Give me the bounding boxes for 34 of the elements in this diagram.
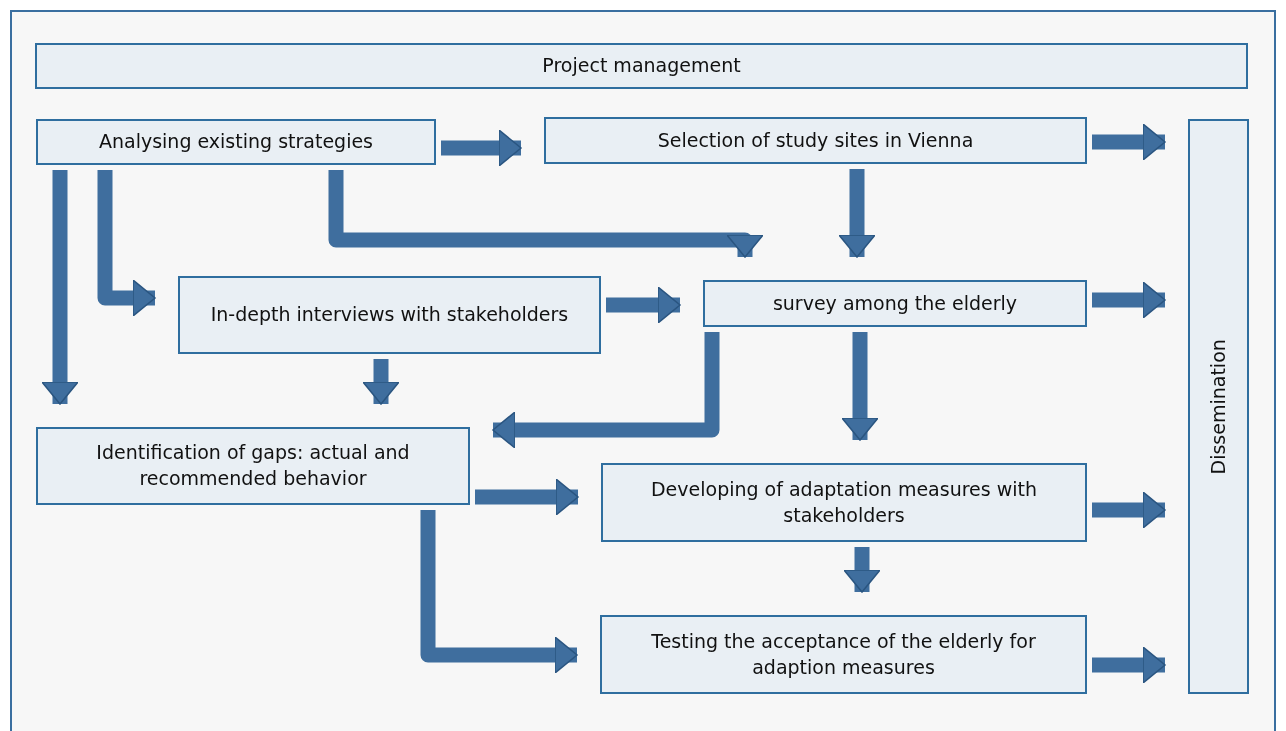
box-label: Selection of study sites in Vienna [657,127,974,153]
box-label: In-depth interviews with stakeholders [210,302,569,328]
block-arrow [843,547,881,593]
process-box [600,615,1087,694]
process-box [544,117,1087,164]
block-arrow [475,478,579,516]
block-arrow [441,129,522,167]
block-arrow [841,332,879,441]
box-label: Testing the acceptance of the elderly for adaption measures [650,628,1037,680]
process-box [36,119,436,165]
block-arrow [328,170,764,258]
block-arrow [41,170,79,405]
process-box [36,427,470,505]
block-arrow [362,359,400,405]
process-box [178,276,601,354]
box-label: Analysing existing strategies [98,129,373,155]
block-arrow [606,286,681,324]
block-arrow [1092,491,1166,529]
block-arrow [492,332,720,449]
process-box [703,280,1087,327]
block-arrow [420,510,578,674]
block-arrow [1092,123,1166,161]
block-arrow [838,169,876,258]
box-label: Developing of adaptation measures with stakeholders [649,476,1038,528]
process-box [35,43,1248,89]
block-arrow [1092,646,1166,684]
box-label: Identification of gaps: actual and recommended behavior [95,440,411,491]
box-label: Project management [542,53,741,79]
process-box [601,463,1087,542]
block-arrow [97,170,156,317]
box-label: Dissemination [1205,338,1230,475]
process-box [1188,119,1249,694]
block-arrow [1092,281,1166,319]
box-label: survey among the elderly [772,290,1018,316]
